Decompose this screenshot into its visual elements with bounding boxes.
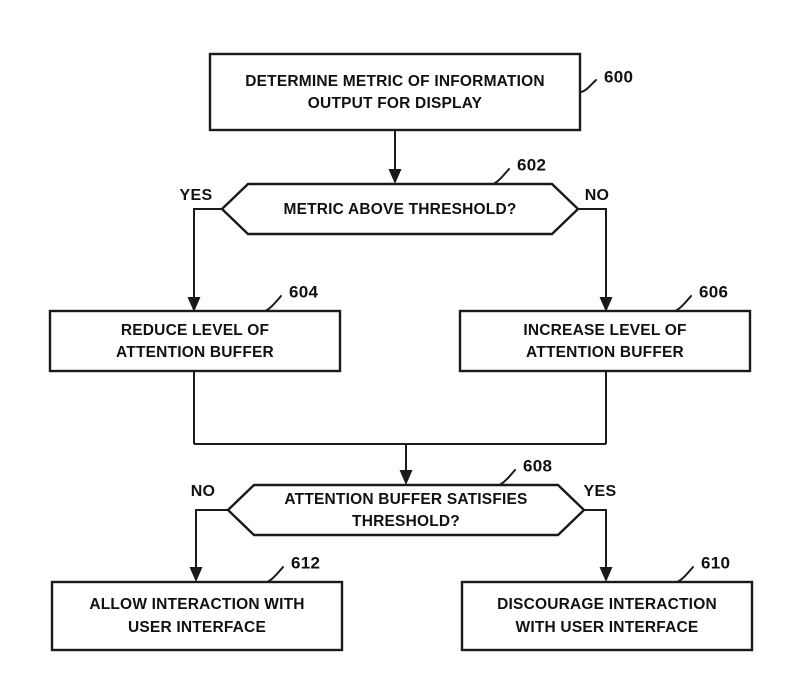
ref-leader-612: 612 xyxy=(266,553,320,583)
node-determine-metric[interactable]: DETERMINE METRIC OF INFORMATION OUTPUT F… xyxy=(208,52,582,132)
ref-number-600: 600 xyxy=(604,67,633,86)
node-608-line2: THRESHOLD? xyxy=(352,513,460,530)
ref-number-604: 604 xyxy=(289,282,319,301)
node-discourage-interaction[interactable]: DISCOURAGE INTERACTION WITH USER INTERFA… xyxy=(460,580,754,652)
ref-number-602: 602 xyxy=(517,155,546,174)
node-604-line1: REDUCE LEVEL OF xyxy=(121,322,269,339)
node-600-line2: OUTPUT FOR DISPLAY xyxy=(308,95,483,112)
node-604-line2: ATTENTION BUFFER xyxy=(116,344,274,361)
branch-label-602-no: NO xyxy=(585,187,610,204)
node-606-line2: ATTENTION BUFFER xyxy=(526,344,684,361)
connector-start-to-decision-metric xyxy=(388,130,402,184)
connector-no-to-increase-buffer xyxy=(578,208,613,312)
ref-leader-602: 602 xyxy=(492,155,546,185)
branch-label-608-yes: YES xyxy=(584,483,617,500)
node-606-line1: INCREASE LEVEL OF xyxy=(523,322,686,339)
ref-leader-600: 600 xyxy=(579,67,633,93)
node-decision-metric-above-threshold[interactable]: METRIC ABOVE THRESHOLD? xyxy=(220,182,580,236)
ref-number-612: 612 xyxy=(291,553,320,572)
node-608-line1: ATTENTION BUFFER SATISFIES xyxy=(284,491,527,508)
ref-leader-610: 610 xyxy=(676,553,730,583)
ref-leader-608: 608 xyxy=(498,456,552,486)
node-decision-buffer-satisfies-threshold[interactable]: ATTENTION BUFFER SATISFIES THRESHOLD? xyxy=(226,483,586,537)
branch-label-608-no: NO xyxy=(191,483,216,500)
ref-number-610: 610 xyxy=(701,553,730,572)
node-612-line1: ALLOW INTERACTION WITH xyxy=(89,596,304,613)
node-610-line2: WITH USER INTERFACE xyxy=(516,619,699,636)
node-612-line2: USER INTERFACE xyxy=(128,619,266,636)
ref-number-606: 606 xyxy=(699,282,728,301)
node-600-line1: DETERMINE METRIC OF INFORMATION xyxy=(245,73,545,90)
node-602-line1: METRIC ABOVE THRESHOLD? xyxy=(283,201,516,218)
connector-yes-to-reduce-buffer xyxy=(187,208,222,312)
node-reduce-attention-buffer[interactable]: REDUCE LEVEL OF ATTENTION BUFFER xyxy=(48,309,342,373)
ref-number-608: 608 xyxy=(523,456,552,475)
connector-merge-to-decision-buffer xyxy=(399,444,413,485)
ref-leader-606: 606 xyxy=(674,282,728,312)
connector-no-to-allow-interaction xyxy=(189,509,228,582)
node-610-line1: DISCOURAGE INTERACTION xyxy=(497,596,717,613)
node-increase-attention-buffer[interactable]: INCREASE LEVEL OF ATTENTION BUFFER xyxy=(458,309,752,373)
node-allow-interaction[interactable]: ALLOW INTERACTION WITH USER INTERFACE xyxy=(50,580,344,652)
branch-label-602-yes: YES xyxy=(180,187,213,204)
ref-leader-604: 604 xyxy=(264,282,319,312)
connector-yes-to-discourage-interaction xyxy=(584,509,613,582)
